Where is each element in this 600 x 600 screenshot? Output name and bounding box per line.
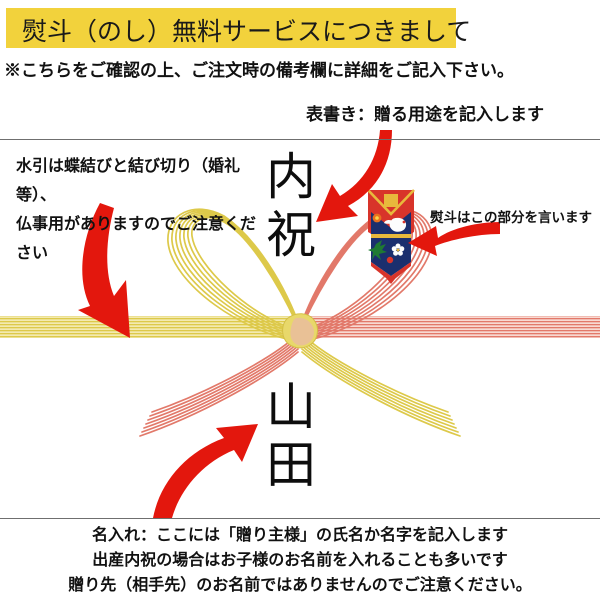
divider-bottom bbox=[0, 518, 600, 519]
mizuhiki-tail-left bbox=[139, 333, 299, 437]
kanji-ta: 田 bbox=[266, 437, 316, 493]
header-banner bbox=[6, 8, 456, 48]
arrow-to-noshi-ornament bbox=[408, 222, 500, 256]
arrow-to-omotegaki bbox=[316, 130, 392, 222]
annotation-omotegaki: 表書き：贈る用途を記入します bbox=[306, 105, 544, 124]
annotation-mizuhiki-line1: 水引は蝶結びと結び切り（婚礼等）、 bbox=[16, 158, 241, 204]
annotation-naire-line2: 出産内祝の場合はお子様のお名前を入れることも多いです bbox=[92, 552, 508, 569]
annotation-naire-line1: 名入れ：ここには「贈り主様」の氏名か名字を記入します bbox=[91, 527, 508, 544]
header-subtitle: ※こちらをご確認の上、ご注文時の備考欄に詳細をご記入下さい。 bbox=[4, 61, 514, 80]
annotation-noshi: 熨斗はこの部分を言います bbox=[430, 210, 592, 225]
page-title: 熨斗（のし）無料サービスにつきまして bbox=[22, 19, 472, 46]
annotation-mizuhiki-line2: 仏事用がありますのでご注意ください bbox=[16, 216, 257, 262]
divider-top bbox=[0, 139, 600, 140]
mizuhiki-band bbox=[0, 316, 600, 338]
noshi-omotegaki-kanji: 内 祝 bbox=[262, 148, 320, 264]
annotation-naire-line3: 贈り先（相手先）のお名前ではありませんのでご注意ください。 bbox=[68, 577, 532, 594]
arrow-to-mizuhiki bbox=[78, 203, 130, 338]
kanji-uchi: 内 bbox=[266, 149, 316, 205]
noshi-naire-kanji: 山 田 bbox=[262, 378, 320, 494]
annotation-mizuhiki: 水引は蝶結びと結び切り（婚礼等）、 仏事用がありますのでご注意ください bbox=[16, 152, 268, 268]
kanji-iwai: 祝 bbox=[266, 207, 316, 263]
mizuhiki-knot bbox=[282, 313, 318, 349]
arrow-to-naire bbox=[153, 424, 258, 518]
annotation-naire: 名入れ：ここには「贈り主様」の氏名か名字を記入します 出産内祝の場合はお子様のお… bbox=[0, 523, 600, 598]
kanji-yama: 山 bbox=[266, 379, 316, 435]
mizuhiki-loop-left bbox=[167, 208, 303, 343]
